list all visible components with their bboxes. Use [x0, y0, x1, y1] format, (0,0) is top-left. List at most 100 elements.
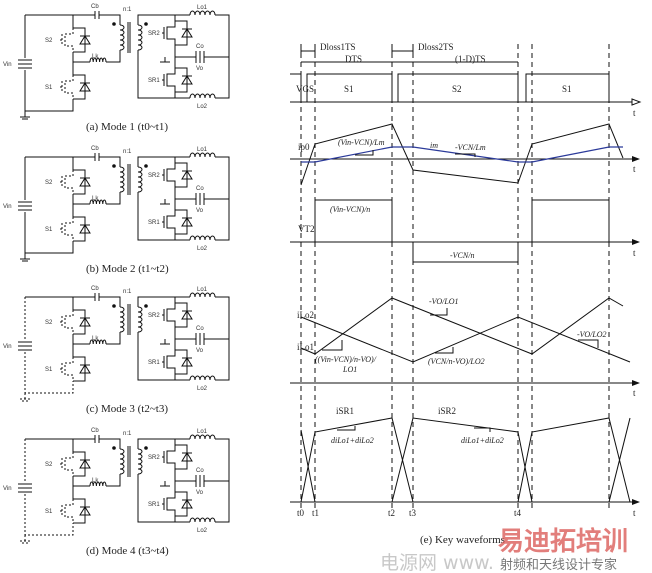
ilo-axis-arrow [632, 380, 640, 386]
mosfet-symbol [162, 21, 176, 45]
slope-lo1-pos-label: ((Vin-VCN)/n-VO)/ [315, 355, 377, 364]
primary-wires [25, 14, 121, 75]
mode-caption: (b) Mode 2 (t1~t2) [86, 263, 169, 275]
vgs-axis-arrow [631, 98, 642, 106]
secondary-wires [137, 14, 230, 99]
switch-label: SR1 [148, 502, 160, 508]
ilo1-trace [300, 297, 624, 355]
vin-source-icon [18, 201, 32, 211]
dloss-arrows [300, 47, 414, 55]
slope-lo1-neg-label: -VO/LO1 [429, 297, 459, 306]
vo-label: Vo [196, 208, 204, 214]
vt2-pos-label: (Vin-VCN)/n [330, 205, 370, 214]
vgs-label: VGS [296, 84, 314, 94]
inductor-coil [89, 57, 107, 63]
vgs-pulses [290, 73, 610, 102]
capacitor-co-icon [195, 333, 205, 345]
vin-source-icon [18, 341, 32, 351]
ip0-axis-arrow [632, 156, 640, 162]
isr1-label: iSR1 [336, 406, 354, 416]
vt2-waveform: VT2 (Vin-VCN)/n -VCN/n t [290, 199, 640, 263]
ip0-label: ip0 [298, 142, 310, 152]
dot-marker-icon [112, 304, 116, 308]
inductor-coil [89, 339, 107, 345]
dot-marker-icon [112, 446, 116, 450]
lo1-label: Lo1 [197, 5, 208, 11]
mosfet-symbol [162, 350, 176, 374]
mosfet-symbol [162, 492, 176, 516]
inductor-coil [189, 517, 216, 523]
slope-lo1-pos-label-2: LO1 [342, 365, 357, 374]
slope-rise-label: (Vin-VCN)/Lm [338, 138, 385, 147]
inductor-coil [189, 10, 216, 16]
dts-label: DTS [345, 54, 362, 64]
capacitor-cb-icon [94, 153, 100, 161]
body-diode-icon [175, 209, 193, 235]
dot-marker-icon [144, 22, 148, 26]
turns-ratio-label: n:1 [123, 431, 132, 437]
capacitor-co-icon [195, 51, 205, 63]
im-label: im [430, 141, 438, 150]
inductor-coil [189, 375, 216, 381]
lo1-label: Lo1 [197, 429, 208, 435]
transformer-core [127, 22, 131, 53]
mode-caption: (d) Mode 4 (t3~t4) [86, 545, 169, 557]
lo1-label: Lo1 [197, 287, 208, 293]
switch-label: S1 [45, 509, 53, 515]
one-minus-d-label: (1-D)TS [455, 54, 486, 64]
axis-t-label: t [633, 164, 636, 174]
dloss1-label: Dloss1TS [320, 42, 356, 52]
capacitor-co-icon [195, 475, 205, 487]
input-rail [20, 297, 74, 402]
secondary-wires [137, 438, 230, 523]
slope-lo2-pos-label: (VCN/n-VO)/LO2 [428, 357, 485, 366]
ilo1-label: iLo1 [297, 342, 314, 352]
mosfet-symbol [59, 310, 74, 334]
mosfet-symbol [59, 75, 74, 99]
dot-marker-icon [112, 164, 116, 168]
lk-label: Lk [92, 54, 99, 60]
body-diode-icon [175, 349, 193, 375]
body-diode-icon [73, 216, 91, 242]
lk-label: Lk [92, 478, 99, 484]
di-label-2: diLo1+diLo2 [461, 436, 504, 445]
time-label-t0: t0 [297, 508, 305, 518]
switch-label: SR2 [148, 31, 160, 37]
ip0-trace [300, 123, 624, 186]
capacitor-cb-icon [94, 11, 100, 19]
vin-source-icon [18, 59, 32, 69]
time-label-t1: t1 [312, 508, 319, 518]
inductor-coil [89, 199, 107, 205]
slope-marker [455, 153, 476, 157]
cb-label: Cb [91, 428, 99, 434]
slope-marker [578, 339, 599, 348]
pulse-label-s1b: S1 [562, 84, 572, 94]
inductor-coil [189, 152, 216, 158]
ip0-waveform: ip0 (Vin-VCN)/Lm im -VCN/Lm t [290, 123, 640, 186]
body-diode-icon [175, 491, 193, 517]
axis-t-label: t [633, 508, 636, 518]
isr-axis-arrow [632, 499, 640, 505]
inductor-coil [189, 235, 216, 241]
cb-label: Cb [91, 4, 99, 10]
di-label-1: diLo1+diLo2 [331, 436, 374, 445]
inductor-coil [189, 292, 216, 298]
ilo2-label: iLo2 [297, 310, 314, 320]
switch-label: S2 [45, 38, 53, 44]
vin-label: Vin [3, 62, 12, 68]
ilo2-trace [300, 316, 631, 363]
switch-label: S1 [45, 85, 53, 91]
vt2-axis-arrow [632, 239, 640, 245]
watermark: 易迪拓培训 电源网 www. 射频和天线设计专家 [380, 527, 628, 573]
switch-label: S1 [45, 227, 53, 233]
transformer-core [127, 446, 131, 477]
watermark-brand: 易迪拓培训 [498, 527, 628, 557]
capacitor-co-icon [195, 193, 205, 205]
vt2-label: VT2 [298, 224, 315, 234]
inductor-coil [119, 448, 125, 475]
ilo-waveform: iLo2 iLo1 -VO/LO1 -VO/LO2 ((Vin-VCN)/n-V… [290, 297, 640, 398]
